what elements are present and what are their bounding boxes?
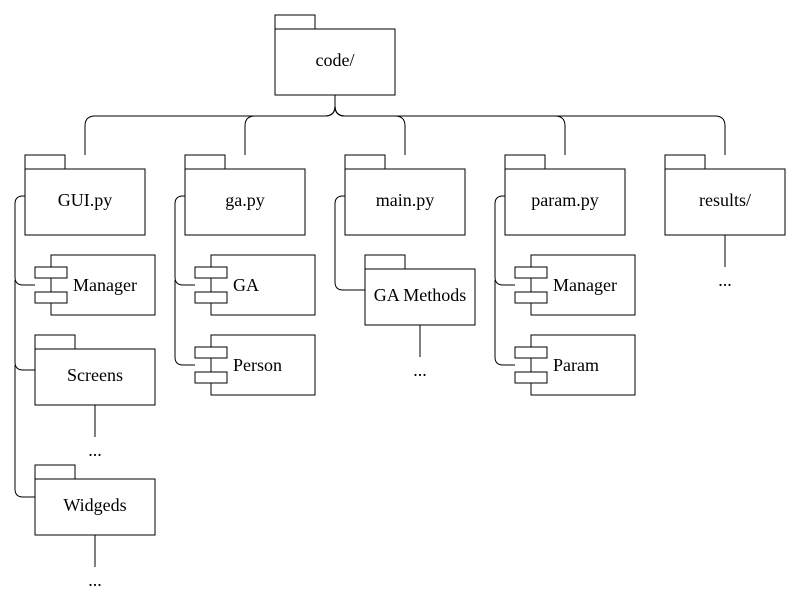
package-label: code/: [316, 50, 355, 70]
component-param-manager: Manager: [514, 254, 636, 316]
component-port-icon: [514, 266, 548, 279]
component-port-icon: [194, 371, 228, 384]
package-label: main.py: [376, 190, 435, 210]
component-gui-manager: Manager: [34, 254, 156, 316]
component-label: Manager: [553, 275, 617, 295]
component-port-icon: [194, 346, 228, 359]
ga-to-ga-edge: [174, 195, 195, 286]
root-to-param-edge: [334, 95, 566, 155]
package-gui-py: GUI.py: [24, 154, 146, 236]
results-ellipsis: ...: [718, 270, 732, 290]
package-ga-py: ga.py: [184, 154, 306, 236]
root-to-gui-edge: [84, 95, 336, 155]
package-results: results/: [664, 154, 786, 236]
component-port-icon: [194, 291, 228, 304]
param-to-param-edge: [494, 280, 515, 366]
widgeds-ellipsis: ...: [88, 570, 102, 590]
main-to-ga-methods-edge: [334, 195, 365, 291]
package-screens: Screens: [34, 334, 156, 406]
package-widgeds: Widgeds: [34, 464, 156, 536]
component-port-icon: [34, 266, 68, 279]
component-param: Param: [514, 334, 636, 396]
ga-methods-ellipsis: ...: [413, 360, 427, 380]
package-ga-methods: GA Methods: [364, 254, 476, 326]
gui-to-manager-edge: [14, 195, 35, 286]
package-label: results/: [699, 190, 751, 210]
gui-to-widgeds-edge: [14, 365, 35, 498]
ga-to-person-edge: [174, 280, 195, 366]
component-port-icon: [34, 291, 68, 304]
component-port-icon: [514, 291, 548, 304]
component-label: GA: [233, 275, 259, 295]
component-port-icon: [514, 346, 548, 359]
root-to-ga-edge: [244, 95, 336, 155]
package-label: ga.py: [225, 190, 265, 210]
package-label: param.py: [531, 190, 598, 210]
root-to-results-edge: [334, 95, 726, 155]
package-label: GA Methods: [374, 285, 467, 305]
root-to-main-edge: [334, 95, 406, 155]
package-code: code/: [274, 14, 396, 96]
edges: [14, 95, 726, 567]
param-to-manager-edge: [494, 195, 515, 286]
package-label: Screens: [67, 365, 123, 385]
component-label: Param: [553, 355, 599, 375]
component-label: Person: [233, 355, 282, 375]
package-param-py: param.py: [504, 154, 626, 236]
component-label: Manager: [73, 275, 137, 295]
component-person: Person: [194, 334, 316, 396]
component-ga: GA: [194, 254, 316, 316]
gui-to-screens-edge: [14, 280, 35, 371]
component-port-icon: [514, 371, 548, 384]
component-port-icon: [194, 266, 228, 279]
package-label: Widgeds: [63, 495, 126, 515]
package-main-py: main.py: [344, 154, 466, 236]
screens-ellipsis: ...: [88, 440, 102, 460]
package-label: GUI.py: [58, 190, 113, 210]
